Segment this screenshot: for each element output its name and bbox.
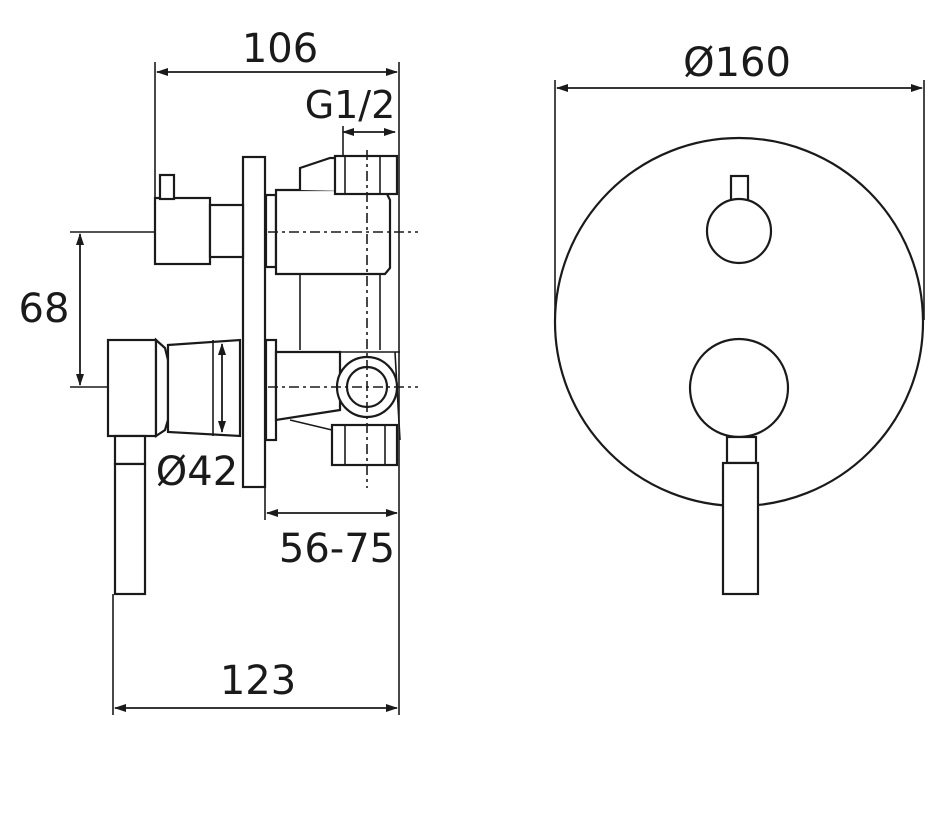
valve-body-side	[264, 154, 401, 467]
dimension-label-diameter-160: Ø160	[683, 40, 791, 86]
dimension-label-123: 123	[220, 658, 296, 704]
front-view: Ø160	[553, 40, 925, 596]
diverter-handle-side	[153, 173, 245, 266]
dimension-label-diameter-42: Ø42	[156, 449, 238, 495]
wall-plate-side	[241, 155, 267, 489]
dimension-label-68: 68	[19, 286, 70, 332]
dimension-label-thread: G1/2	[305, 83, 396, 127]
diverter-knob-front	[705, 174, 773, 265]
mixer-knob-front	[688, 337, 790, 596]
dimension-label-106: 106	[242, 26, 318, 72]
side-view: 106 G1/2 68 Ø42 56-75 123	[19, 26, 418, 715]
dimension-label-56-75: 56-75	[279, 526, 395, 572]
